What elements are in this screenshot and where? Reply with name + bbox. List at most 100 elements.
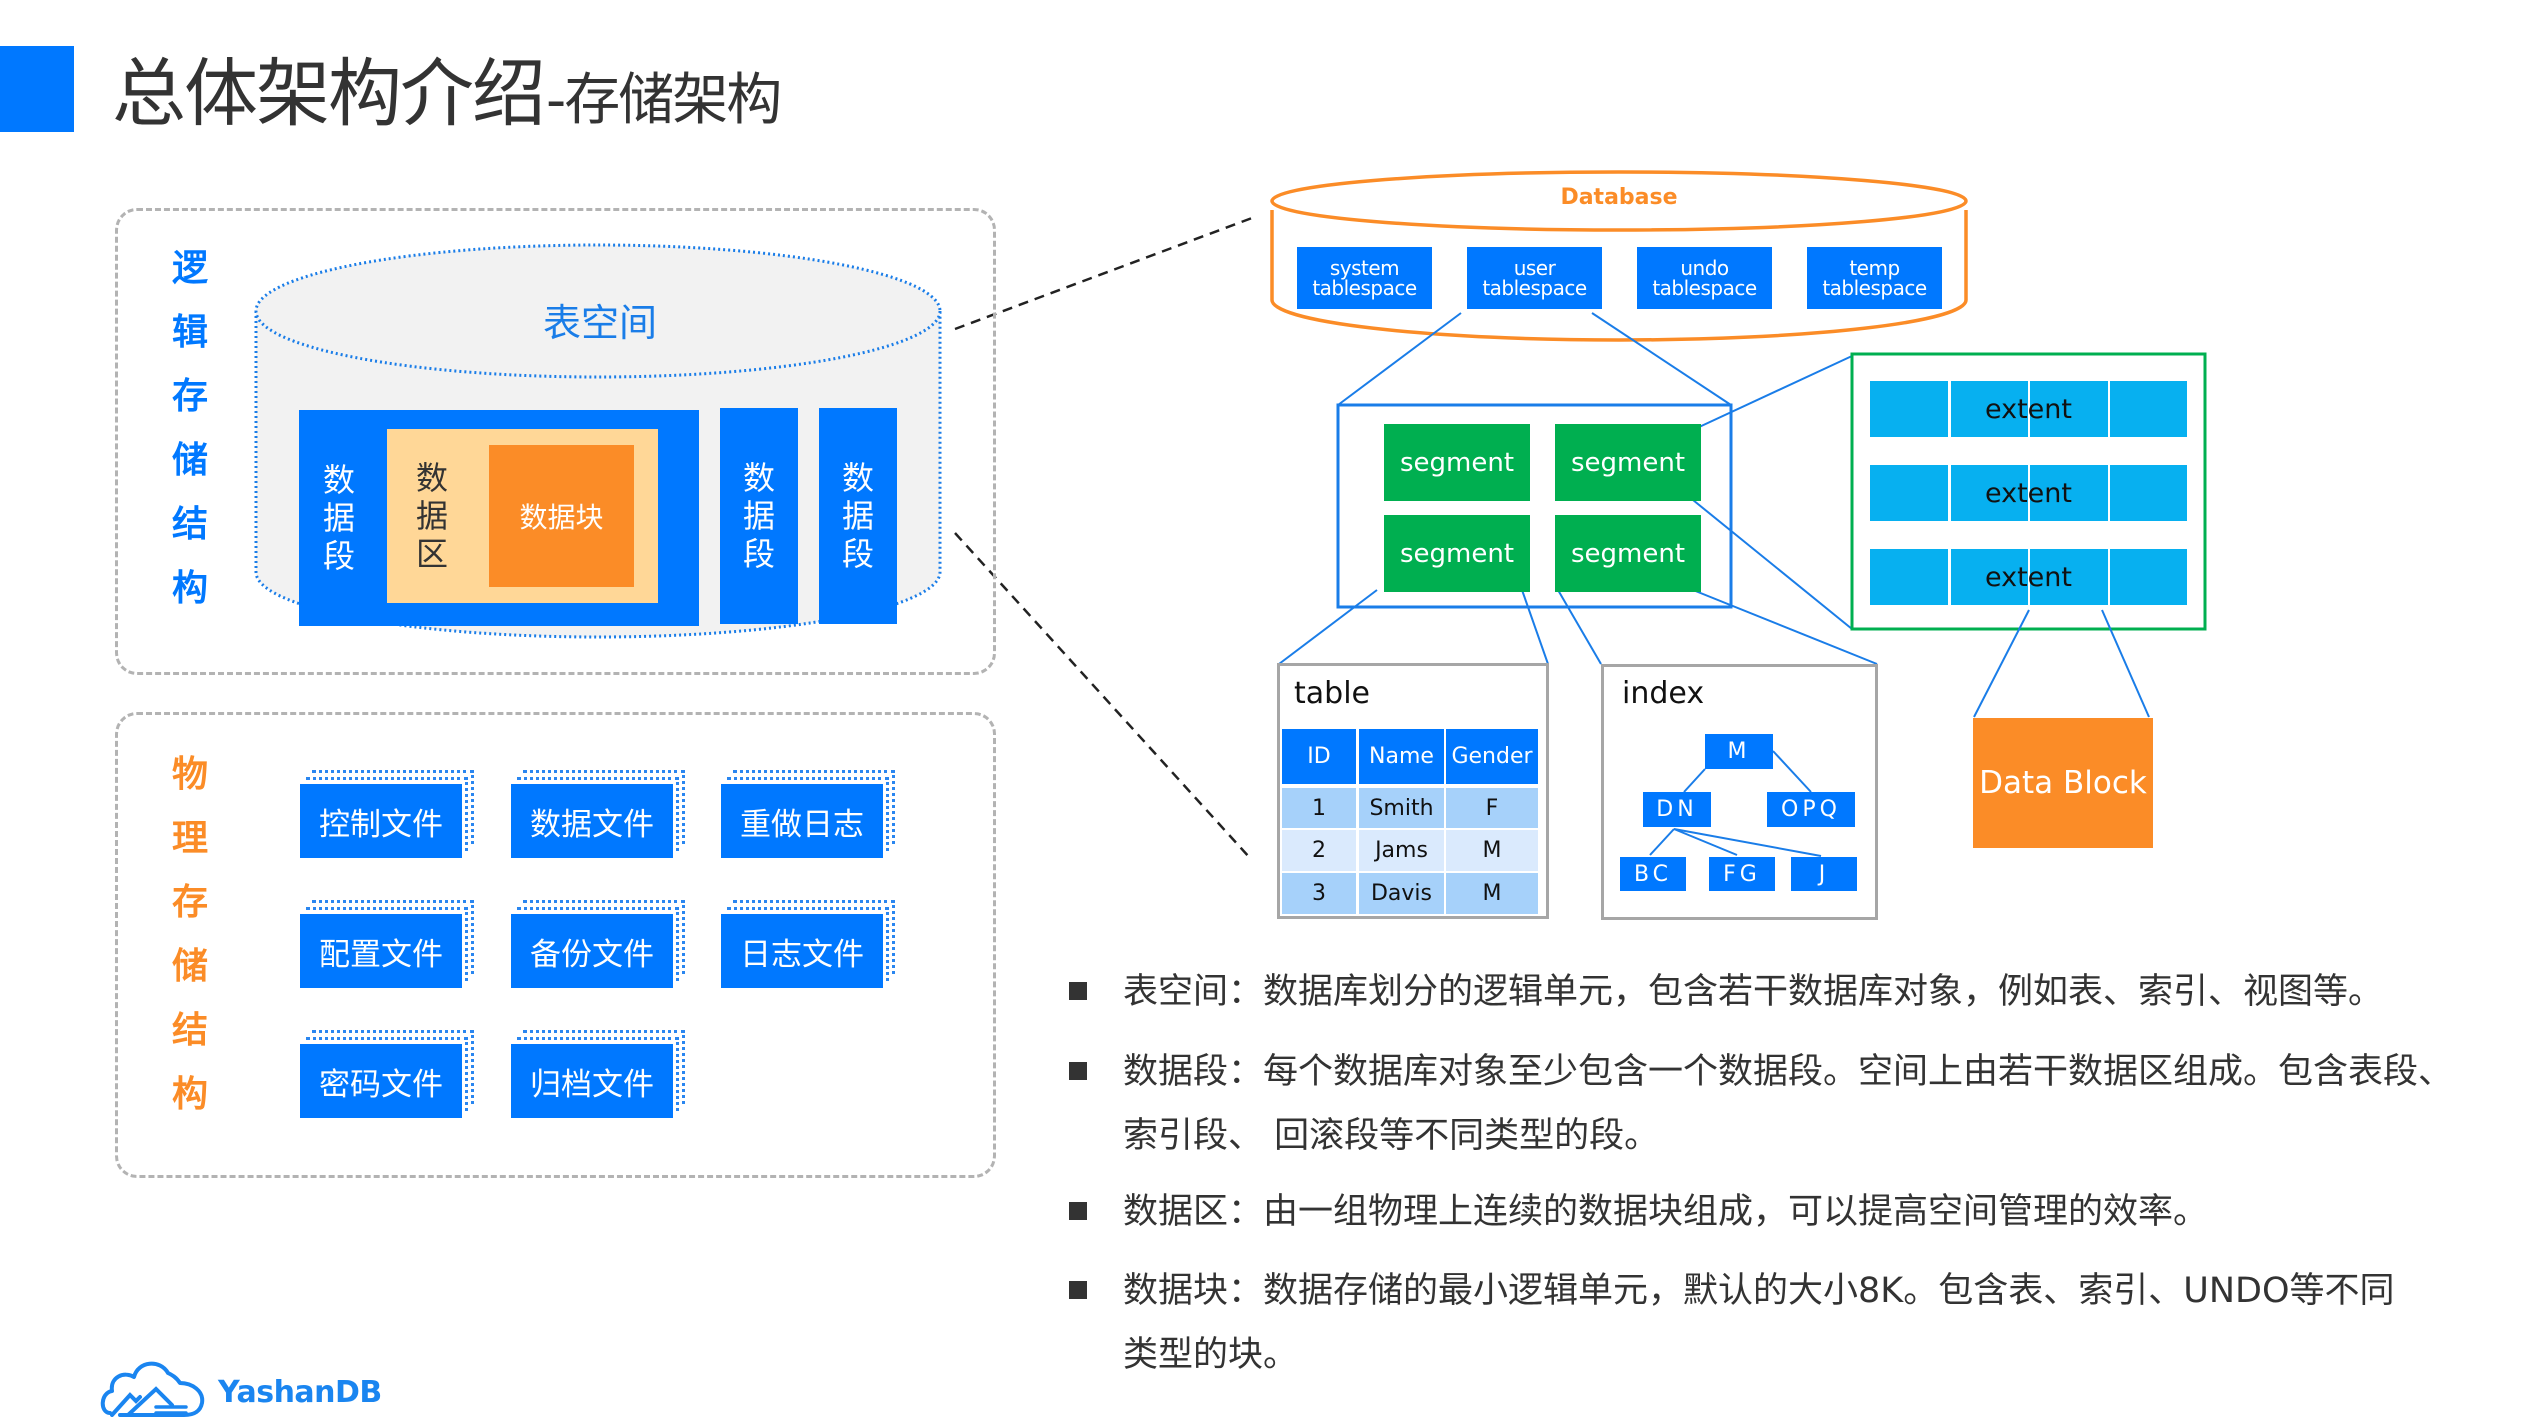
table-header-cell: ID [1282,729,1356,784]
label-char: 结 [171,504,208,545]
bullet-text: 数据区：由一组物理上连续的数据块组成，可以提高空间管理的效率。 [1123,1192,2209,1232]
label-char: 逻 [171,248,208,289]
index-node: DN [1643,792,1711,827]
file-label: 重做日志 [721,784,883,858]
segment-container [1336,403,1733,609]
extent-row: extent [1870,549,2187,605]
tablespace-type: tablespace [1652,276,1757,300]
file-stack-shadow [523,770,685,844]
file-label: 配置文件 [300,914,462,988]
block-cell [2110,465,2187,521]
file-label: 归档文件 [511,1044,673,1118]
segment-box: segment [1555,515,1701,592]
index-example: index [1601,664,1878,920]
cloud-logo-icon [100,1361,205,1417]
bullet-text-continued: 索引段、 回滚段等不同类型的段。 [1123,1116,1660,1156]
tablespace-undo: undo tablespace [1637,247,1772,309]
bullet-text: 数据段：每个数据库对象至少包含一个数据段。空间上由若干数据区组成。包含表段、 [1123,1052,2454,1092]
logical-storage-label: 逻 辑 存 储 结 构 [168,237,212,621]
tablespace-temp: temp tablespace [1807,247,1942,309]
logo-text: YashanDB [218,1375,382,1410]
table-cell: Davis [1359,873,1444,914]
file-archive: 归档文件 [511,1030,687,1132]
index-node: J [1791,857,1857,891]
database-label: Database [1560,185,1678,210]
tablespace-type: tablespace [1822,276,1927,300]
page-title-sub: -存储架构 [546,68,782,133]
tablespace-system: system tablespace [1297,247,1432,309]
file-data: 数据文件 [511,770,687,872]
title-accent-bar [0,46,74,132]
data-block-box: Data Block [1973,718,2153,848]
bullet-square-icon [1069,1281,1087,1299]
block-cell [1870,381,1948,437]
segment-char: 数 [841,459,874,497]
database-cylinder-top [1270,170,1968,232]
database-cylinder-body [1270,210,1968,342]
logical-storage-panel [115,208,996,675]
file-stack-shadow [517,777,679,851]
extent-char: 区 [416,535,449,573]
table-cell: 2 [1282,830,1356,871]
file-stack-shadow [517,1037,679,1111]
file-stack-shadow [733,770,895,844]
index-edge [1673,828,1738,856]
file-stack-shadow [312,1030,474,1104]
file-control: 控制文件 [300,770,476,872]
table-cell: Jams [1359,830,1444,871]
block-cell [2110,549,2187,605]
label-char: 储 [171,440,208,481]
label-char: 存 [171,376,208,417]
label-char: 理 [171,818,208,859]
table-cell: 1 [1282,788,1356,828]
extent-char: 据 [416,497,449,535]
page-title: 总体架构介绍 -存储架构 [112,34,782,137]
file-backup: 备份文件 [511,900,687,1002]
connector [2101,609,2150,718]
file-password: 密码文件 [300,1030,476,1132]
block-cell [1951,381,2028,437]
segment-box: segment [1384,515,1530,592]
table-cell: 3 [1282,873,1356,914]
file-stack-shadow [306,777,468,851]
label-char: 构 [171,1074,208,1115]
physical-storage-label: 物 理 存 储 结 构 [168,743,212,1127]
tablespace-name: undo [1680,256,1729,280]
index-edge [1683,768,1706,793]
tablespace-type: tablespace [1482,276,1587,300]
zoom-line-bottom [954,532,1251,859]
connector [1591,312,1732,406]
segment-char: 据 [323,499,356,537]
tablespace-user: user tablespace [1467,247,1602,309]
file-stack-shadow [306,907,468,981]
segment-char: 段 [323,537,356,575]
block-cell [1951,465,2028,521]
data-block: 数据块 [489,445,634,587]
block-cell [2030,381,2108,437]
file-label: 控制文件 [300,784,462,858]
file-stack-shadow [306,1037,468,1111]
index-node-root: M [1705,734,1773,769]
bullet-square-icon [1069,1202,1087,1220]
block-cell [1870,549,1948,605]
bullet-square-icon [1069,1062,1087,1080]
extent-row: extent [1870,465,2187,521]
table-cell: F [1446,788,1538,828]
extent-row: extent [1870,381,2187,437]
file-label: 日志文件 [721,914,883,988]
index-edge [1673,828,1822,857]
index-node: OPQ [1767,792,1855,827]
connector [1692,499,1853,630]
tablespace-cylinder-top [254,243,942,379]
connector [1692,589,1878,665]
block-cell [2110,381,2187,437]
segment-box: segment [1555,424,1701,501]
file-stack-shadow [733,900,895,974]
extent-label: extent [1984,477,2072,509]
table-cell: M [1446,873,1538,914]
segment-box: segment [1384,424,1530,501]
connector [1278,589,1378,665]
zoom-line-top [954,216,1253,331]
bullet-text: 数据块：数据存储的最小逻辑单元，默认的大小8K。包含表、索引、UNDO等不同 [1123,1271,2395,1311]
